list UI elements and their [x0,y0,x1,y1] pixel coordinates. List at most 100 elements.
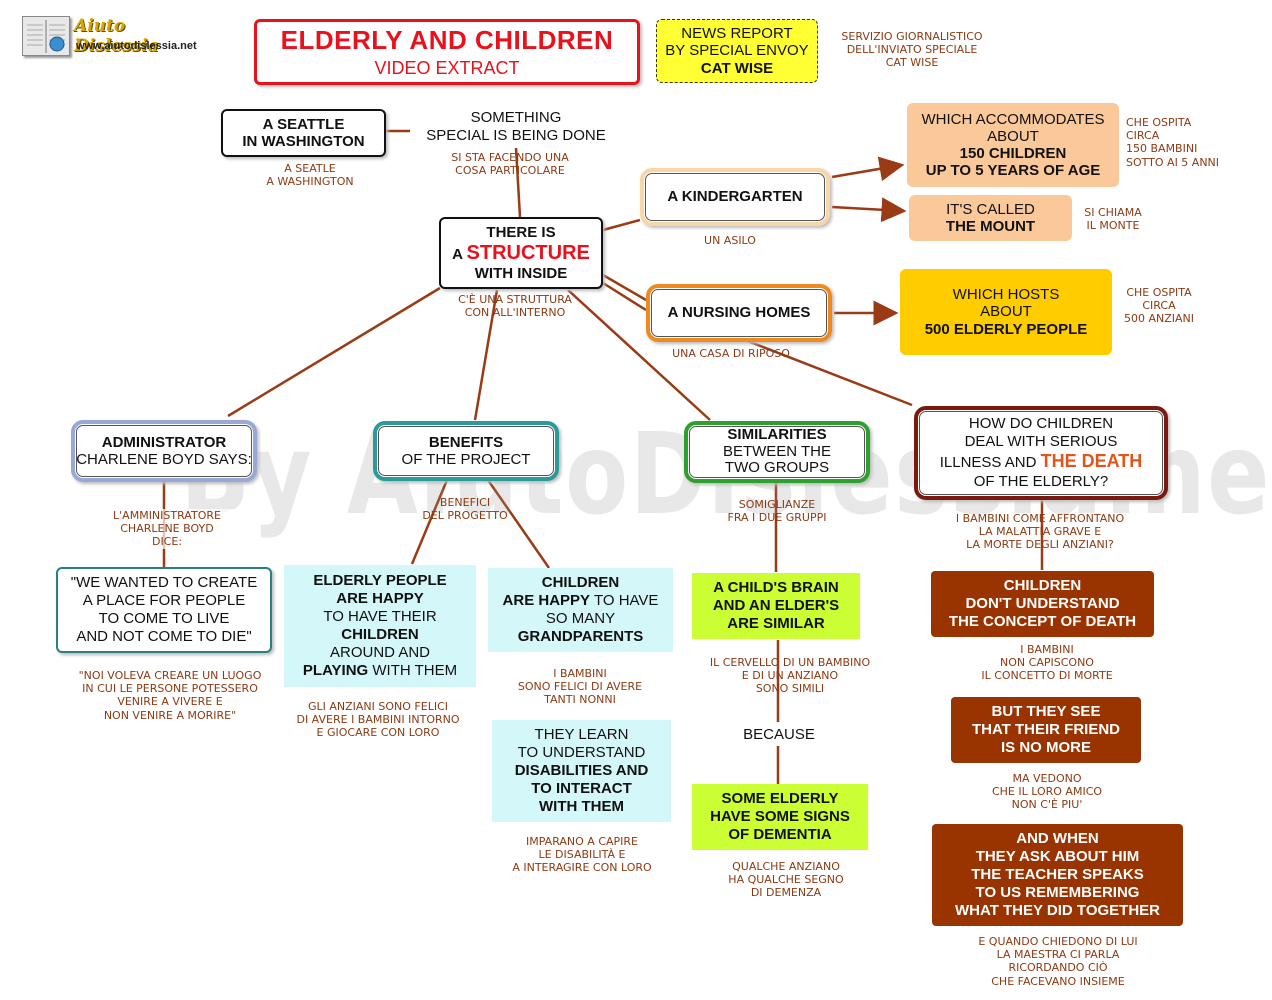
benefits-note-line2: DEL PROGETTO [422,509,508,523]
line-benefits-elderly [410,479,449,565]
called-note-line2: IL MONTE [1086,219,1140,233]
brain-line3: ARE SIMILAR [727,615,825,632]
learn-line3: DISABILITIES AND [514,762,649,779]
structure-line2: A STRUCTURE [452,242,590,265]
logo: Aiuto Dislessia www.aiutodislessia.net [22,14,212,58]
news-note-line1: SERVIZIO GIORNALISTICO [841,30,983,43]
similarities-note-line2: FRA I DUE GRUPPI [727,511,827,525]
something-note: SI STA FACENDO UNA COSA PARTICOLARE [430,151,590,177]
children-happy-note-line1: I BAMBINI [553,667,607,680]
illness-line2: DEAL WITH SERIOUS [964,433,1118,451]
line-something-structure [514,147,522,218]
concept-note: I BAMBINI NON CAPISCONO IL CONCETTO DI M… [970,643,1124,683]
children-happy-note: I BAMBINI SONO FELICI DI AVERE TANTI NON… [505,667,655,707]
see-note: MA VEDONO CHE IL LORO AMICO NON C'È PIU' [980,772,1114,812]
children-happy-line2a: ARE HAPPY [502,592,591,609]
line-kinder-accommodates [831,156,905,182]
structure-note: C'È UNA STRUTTURA CON ALL'INTERNO [440,293,590,319]
elderly-happy-line5: AROUND AND [329,644,430,661]
title-line2: VIDEO EXTRACT [374,57,520,78]
accommodates-note-line4: SOTTO AI 5 ANNI [1126,155,1220,169]
illness-line3: ILLNESS AND THE DEATH [940,451,1143,473]
children-happy-note-line3: TANTI NONNI [544,693,616,707]
brain-note: IL CERVELLO DI UN BAMBINO E DI UN ANZIAN… [700,656,880,696]
illness-note-line3: LA MORTE DEGLI ANZIANI? [966,538,1114,552]
brain-line1: A CHILD'S BRAIN [713,579,839,596]
structure-line1: THERE IS [486,224,556,242]
quote-line4: AND NOT COME TO DIE" [76,628,252,645]
teacher-note: E QUANDO CHIEDONO DI LUI LA MAESTRA CI P… [960,935,1156,988]
line-nursing-illness [744,338,913,407]
teacher-note-line1: E QUANDO CHIEDONO DI LUI [978,935,1138,948]
learn-line1: THEY LEARN [534,726,629,743]
structure-note-line1: C'È UNA STRUTTURA [458,293,572,306]
see-note-line1: MA VEDONO [1012,772,1082,785]
illness-box: HOW DO CHILDREN DEAL WITH SERIOUS ILLNES… [914,406,1168,500]
children-happy-box: CHILDREN ARE HAPPY TO HAVE SO MANY GRAND… [488,568,673,652]
because-text: BECAUSE [730,726,828,744]
learn-note-line2: LE DISABILITÀ E [538,848,626,862]
brain-note-line2: E DI UN ANZIANO [741,669,839,683]
accommodates-line4: UP TO 5 YEARS OF AGE [925,162,1101,180]
illness-line4: OF THE ELDERLY? [973,472,1109,490]
similarities-line3: TWO GROUPS [724,459,830,477]
news-report-box: NEWS REPORT BY SPECIAL ENVOY CAT WISE [656,19,818,83]
admin-note-line3: DICE: [151,535,183,549]
similarities-box: SIMILARITIES BETWEEN THE TWO GROUPS [684,421,870,483]
title-box: ELDERLY AND CHILDREN VIDEO EXTRACT [254,19,640,85]
see-box: BUT THEY SEE THAT THEIR FRIEND IS NO MOR… [951,697,1141,763]
hosts-note: CHE OSPITA CIRCA 500 ANZIANI [1118,286,1200,326]
learn-note-line1: IMPARANO A CAPIRE [526,835,638,848]
similarities-note: SOMIGLIANZE FRA I DUE GRUPPI [716,498,838,524]
elderly-happy-line6b: WITH THEM [368,662,458,679]
called-line1: IT'S CALLED [946,200,1035,218]
nursing-note-line1: UNA CASA DI RIPOSO [672,347,790,360]
teacher-line3: THE TEACHER SPEAKS [971,866,1144,883]
line-structure-nursing [602,273,647,302]
admin-note: L'AMMINISTRATORE CHARLENE BOYD DICE: [100,509,234,549]
quote-line2: A PLACE FOR PEOPLE [82,592,246,609]
accommodates-line1: WHICH ACCOMMODATES [921,110,1105,128]
line-structure-similarities [567,289,711,421]
admin-line1: ADMINISTRATOR [101,433,227,451]
news-note-line2: DELL'INVIATO SPECIALE [846,43,978,57]
concept-line3: THE CONCEPT OF DEATH [948,613,1137,630]
see-line3: IS NO MORE [1000,739,1091,756]
line-structure-admin [227,286,441,418]
teacher-line5: WHAT THEY DID TOGETHER [954,902,1160,919]
line-structure-nursing-2 [602,281,647,312]
similarities-line1: SIMILARITIES [727,426,827,444]
nursing-note: UNA CASA DI RIPOSO [666,347,796,360]
admin-line2: CHARLENE BOYD SAYS: [76,451,252,468]
dementia-note: QUALCHE ANZIANO HA QUALCHE SEGNO DI DEME… [716,860,856,900]
teacher-box: AND WHEN THEY ASK ABOUT HIM THE TEACHER … [932,824,1183,926]
quote-line3: TO COME TO LIVE [98,610,230,627]
similarities-note-line1: SOMIGLIANZE [738,498,816,511]
called-note: SI CHIAMA IL MONTE [1080,206,1146,232]
illness-note: I BAMBINI COME AFFRONTANO LA MALATTIA GR… [950,512,1130,552]
accommodates-note: CHE OSPITA CIRCA 150 BAMBINI SOTTO AI 5 … [1126,116,1236,169]
children-happy-line1: CHILDREN [541,574,620,591]
called-line2: THE MOUNT [945,218,1036,235]
illness-note-line2: LA MALATTIA GRAVE E [978,525,1102,539]
news-note-line3: CAT WISE [885,56,939,70]
brain-note-line3: SONO SIMILI [755,682,825,696]
line-structure-benefits [473,289,499,421]
illness-line3b: THE DEATH [1040,451,1143,472]
elderly-happy-line4: CHILDREN [341,626,419,643]
children-happy-line3: SO MANY [545,610,616,627]
dementia-note-line3: DI DEMENZA [750,886,822,900]
something-line2: SPECIAL IS BEING DONE [426,127,606,144]
benefits-note-line1: BENEFICI [439,496,491,509]
seattle-note-line1: A SEATLE [284,162,336,175]
quote-note-line2: IN CUI LE PERSONE POTESSERO [82,682,258,696]
illness-line3a: ILLNESS AND [939,454,1041,472]
title-line1: ELDERLY AND CHILDREN [280,24,614,55]
admin-note-line1: L'AMMINISTRATORE [113,509,221,522]
dementia-note-line2: HA QUALCHE SEGNO [728,873,844,887]
kindergarten-note-line1: UN ASILO [704,234,756,247]
hosts-line1: WHICH HOSTS [952,286,1060,304]
something-line1: SOMETHING [470,109,562,126]
children-happy-line2: ARE HAPPY TO HAVE [503,592,659,610]
brain-line2: AND AN ELDER'S [712,597,840,614]
